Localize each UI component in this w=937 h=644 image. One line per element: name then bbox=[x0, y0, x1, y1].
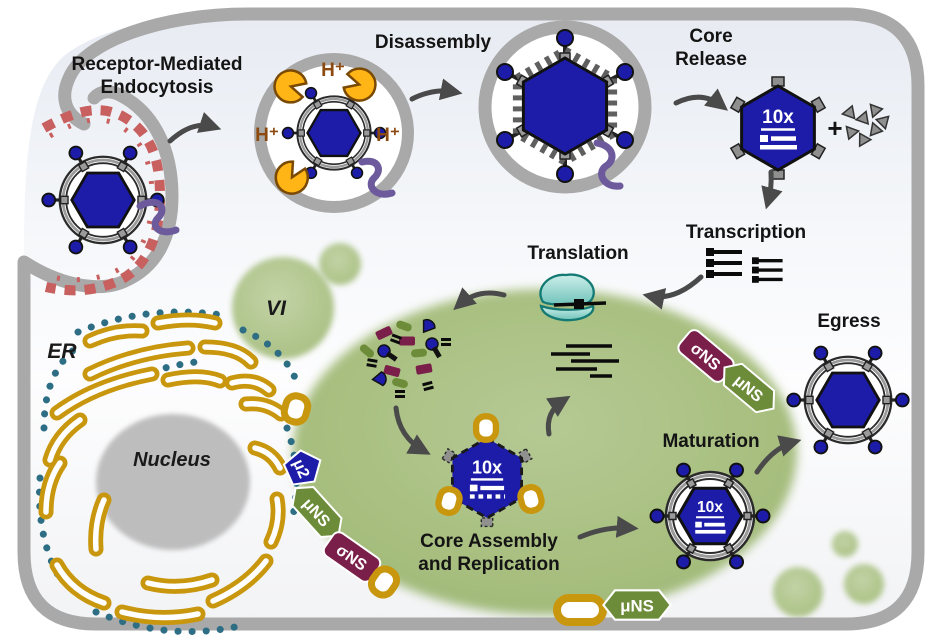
stage-label-maturation: Maturation bbox=[662, 431, 759, 452]
stage-label-endocytosis-line2: Endocytosis bbox=[101, 77, 214, 98]
stage-label-core-assembly-line2: and Replication bbox=[418, 554, 559, 575]
arrow-assembly-to-mrna bbox=[545, 395, 571, 437]
stage-label-transcription: Transcription bbox=[686, 222, 806, 243]
arrow-core-to-transcription bbox=[761, 169, 783, 210]
maturing-virion bbox=[649, 462, 771, 570]
stage-label-core-release-line1: Core bbox=[689, 26, 732, 47]
muNS-ring-icon bbox=[282, 394, 310, 425]
arrow-maturation-to-egress bbox=[754, 435, 802, 475]
flow-arrows bbox=[167, 78, 802, 540]
arrow-translation-to-proteins bbox=[453, 287, 507, 311]
green-vesicles bbox=[773, 531, 884, 617]
stage-label-egress: Egress bbox=[817, 311, 880, 332]
protein-tag-muNS bbox=[602, 589, 672, 621]
stage-label-endocytosis-line1: Receptor-Mediated bbox=[71, 54, 242, 75]
nucleus-label: Nucleus bbox=[133, 449, 211, 471]
virion-entry bbox=[40, 142, 180, 258]
nucleus-blob bbox=[96, 414, 250, 550]
assembly-ring-icon bbox=[518, 485, 543, 513]
arrow-entry-to-endosome bbox=[167, 112, 222, 144]
proton-label: H⁺ bbox=[255, 125, 279, 146]
arrow-transcription-to-translation bbox=[642, 274, 704, 310]
arrow-disassembly-to-core bbox=[673, 88, 729, 111]
receptor-coat bbox=[41, 105, 166, 296]
sigma1-fiber bbox=[593, 139, 624, 190]
stage-label-disassembly: Disassembly bbox=[375, 32, 492, 53]
stage-label-core-release-line2: Release bbox=[675, 49, 747, 70]
sigma1-fiber bbox=[136, 198, 180, 236]
ribosome-icon bbox=[539, 273, 607, 322]
viral-inclusion-label: VI bbox=[266, 297, 287, 320]
plus-sign: + bbox=[827, 113, 842, 143]
er-label: ER bbox=[47, 340, 77, 363]
protein-pool bbox=[359, 319, 451, 398]
sigma1-fiber bbox=[358, 157, 396, 198]
endosome-early-contents: H⁺ H⁺ H⁺ bbox=[255, 60, 400, 201]
muNS-ring-icon bbox=[553, 594, 607, 626]
stage-label-core-assembly-line1: Core Assembly bbox=[420, 531, 558, 552]
arrow-assembly-to-maturation bbox=[577, 515, 639, 540]
proton-label: H⁺ bbox=[321, 60, 345, 81]
endosome-late-contents bbox=[496, 29, 634, 190]
arrow-proteins-to-assembly bbox=[393, 405, 431, 455]
er-structure bbox=[36, 308, 300, 636]
assembly-ring-icon bbox=[476, 416, 496, 439]
er-tubule-lumens bbox=[43, 317, 284, 621]
proton-label: H⁺ bbox=[376, 125, 400, 146]
arrow-endosome-to-disassembly bbox=[409, 78, 463, 102]
mrna-pool bbox=[551, 344, 619, 378]
stage-label-translation: Translation bbox=[527, 243, 628, 264]
assembly-ring-icon bbox=[436, 487, 461, 515]
